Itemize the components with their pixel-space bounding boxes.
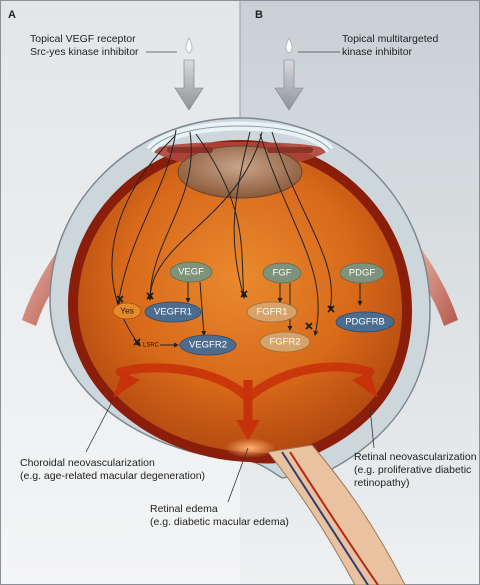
left-droplet-icon bbox=[185, 36, 193, 54]
inhibit-x-yes-icon bbox=[116, 295, 124, 303]
node-vegfr2: VEGFR2 bbox=[179, 334, 237, 356]
outcome-arrow-right-shaft bbox=[243, 362, 375, 403]
edema-label-line2: (e.g. diabetic macular edema) bbox=[150, 516, 289, 528]
node-pdgf-label: PDGF bbox=[349, 268, 376, 279]
pathway-b-vegfr1 bbox=[149, 131, 263, 301]
panel-b-label: B bbox=[255, 9, 263, 21]
panel-a-label: A bbox=[8, 9, 16, 21]
outcome-arrow-left-head-icon bbox=[113, 372, 140, 398]
node-vegf: VEGF bbox=[169, 261, 213, 283]
node-fgfr2: FGFR2 bbox=[259, 331, 311, 353]
optic-vessel-vein bbox=[281, 451, 369, 585]
node-fgfr1: FGFR1 bbox=[246, 301, 298, 323]
pathway-b-fgfr1 bbox=[233, 131, 251, 299]
node-fgfr1-label: FGFR1 bbox=[256, 307, 287, 318]
retinal-label-line3: retinopathy) bbox=[354, 477, 409, 489]
retinal-leader bbox=[369, 407, 375, 449]
choroidal-label-line1: Choroidal neovascularization bbox=[20, 457, 155, 469]
node-pdgfrb: PDGFRB bbox=[335, 311, 395, 333]
cornea-outline bbox=[149, 125, 331, 151]
signal-arrows bbox=[160, 281, 363, 348]
right-drug-label-line1: Topical multitargeted bbox=[342, 33, 438, 45]
node-pdgf: PDGF bbox=[339, 262, 385, 284]
node-vegfr2-label: VEGFR2 bbox=[189, 340, 227, 351]
inhibit-x-fgfr1-icon bbox=[240, 290, 248, 298]
macula bbox=[224, 438, 276, 458]
retinal-label-line1: Retinal neovascularization bbox=[354, 451, 477, 463]
pathway-to-lsrc bbox=[111, 135, 176, 347]
outcome-arrows bbox=[113, 362, 378, 440]
inhibit-x-lsrc-icon bbox=[133, 338, 141, 346]
choroidal-leader bbox=[85, 401, 113, 453]
choroidal-label-line2: (e.g. age-related macular degeneration) bbox=[20, 470, 205, 482]
node-fgfr2-label: FGFR2 bbox=[269, 337, 300, 348]
right-down-arrow-icon bbox=[274, 59, 304, 111]
lens bbox=[177, 145, 303, 199]
inhibit-x-vegfr1-icon bbox=[146, 292, 154, 300]
optic-vessel-artery bbox=[289, 451, 379, 585]
optic-nerve bbox=[267, 444, 406, 585]
edema-leader bbox=[227, 447, 249, 503]
vegf-to-vegfr2-arrow bbox=[199, 281, 207, 336]
node-lsrc-label: LSRC bbox=[143, 343, 160, 349]
right-droplet-icon bbox=[285, 36, 293, 54]
node-pdgfrb-label: PDGFRB bbox=[345, 317, 385, 328]
outcome-arrow-left-shaft bbox=[115, 363, 253, 403]
node-yes-label: Yes bbox=[120, 305, 134, 315]
drug-pathways bbox=[111, 129, 334, 347]
node-vegfr1-label: VEGFR1 bbox=[154, 307, 192, 318]
left-drug-label-line1: Topical VEGF receptor bbox=[30, 33, 136, 45]
pathway-b-fgfr2 bbox=[259, 133, 319, 336]
outcome-arrow-right-head-icon bbox=[352, 372, 378, 398]
retinal-label-line2: (e.g. proliferative diabetic bbox=[354, 464, 471, 476]
node-vegfr1: VEGFR1 bbox=[144, 301, 202, 323]
right-drug-label-line2: kinase inhibitor bbox=[342, 46, 413, 58]
left-drug-label-line2: Src-yes kinase inhibitor bbox=[30, 46, 139, 58]
pathway-to-vegfr1 bbox=[147, 131, 192, 301]
inhibit-x-fgfr2-icon bbox=[305, 322, 313, 330]
pathway-to-fgfr1 bbox=[195, 133, 247, 299]
inhibition-marks bbox=[116, 290, 335, 346]
inhibit-x-pdgfrb-icon bbox=[327, 305, 335, 313]
outcome-arrow-center-head-icon bbox=[236, 420, 260, 440]
vitreous-cavity bbox=[78, 150, 402, 454]
node-fgf: FGF bbox=[262, 262, 302, 284]
node-vegf-label: VEGF bbox=[178, 267, 204, 278]
left-down-arrow-icon bbox=[174, 59, 204, 111]
node-yes: Yes bbox=[112, 302, 142, 320]
node-lsrc: LSRC bbox=[143, 343, 160, 349]
pathway-to-yes bbox=[116, 129, 177, 306]
node-fgf-label: FGF bbox=[273, 268, 292, 279]
pathway-b-pdgfrb bbox=[271, 131, 334, 311]
edema-label-line1: Retinal edema bbox=[150, 503, 218, 515]
